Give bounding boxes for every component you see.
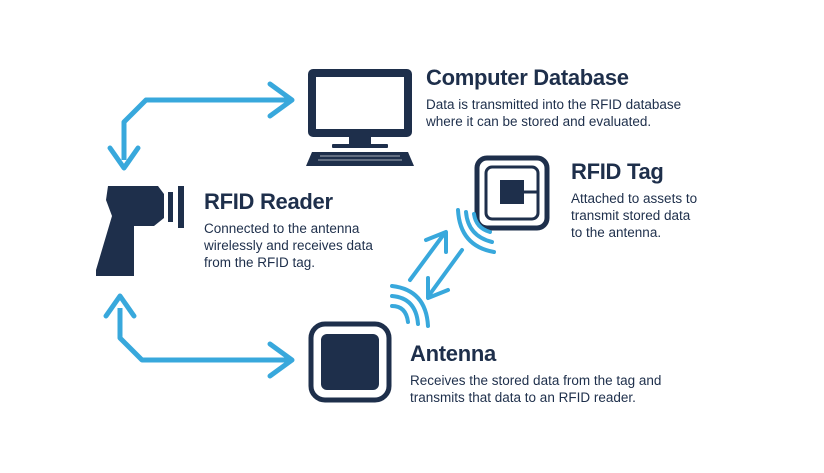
description-line: wirelessly and receives data <box>204 238 373 253</box>
description-line: Connected to the antenna <box>204 221 360 236</box>
computer-database-block: Computer Database Data is transmitted in… <box>426 66 681 130</box>
description-line: Data is transmitted into the RFID databa… <box>426 97 682 112</box>
description-line: to the antenna. <box>571 225 662 240</box>
antenna-description: Receives the stored data from the tag an… <box>410 372 661 406</box>
description-line: Receives the stored data from the tag an… <box>410 373 662 388</box>
description-line: from the RFID tag. <box>204 255 316 270</box>
monitor-keyboard-icon <box>306 69 414 166</box>
antenna-title: Antenna <box>410 341 496 366</box>
tag-antenna-arrows <box>408 230 464 300</box>
flow-arrows <box>103 81 295 379</box>
description-line: where it can be stored and evaluated. <box>426 114 652 129</box>
antenna-icon <box>308 321 392 403</box>
wireless-waves-icon <box>390 208 496 328</box>
rfid-reader-description: Connected to the antenna wirelessly and … <box>204 220 373 271</box>
description-line: Attached to assets to <box>571 191 698 206</box>
rfid-tag-block: RFID Tag Attached to assets to transmit … <box>571 160 697 241</box>
rfid-tag-description: Attached to assets to transmit stored da… <box>571 190 697 241</box>
antenna-block: Antenna Receives the stored data from th… <box>410 342 661 406</box>
rfid-tag-title: RFID Tag <box>571 159 664 184</box>
rfid-reader-title: RFID Reader <box>204 189 333 214</box>
computer-database-title: Computer Database <box>426 65 629 90</box>
computer-database-description: Data is transmitted into the RFID databa… <box>426 96 681 130</box>
description-line: transmit stored data <box>571 208 691 223</box>
description-line: transmits that data to an RFID reader. <box>410 390 636 405</box>
barcode-scanner-icon <box>96 186 184 276</box>
rfid-tag-icon <box>474 155 550 231</box>
rfid-reader-block: RFID Reader Connected to the antenna wir… <box>204 190 373 271</box>
